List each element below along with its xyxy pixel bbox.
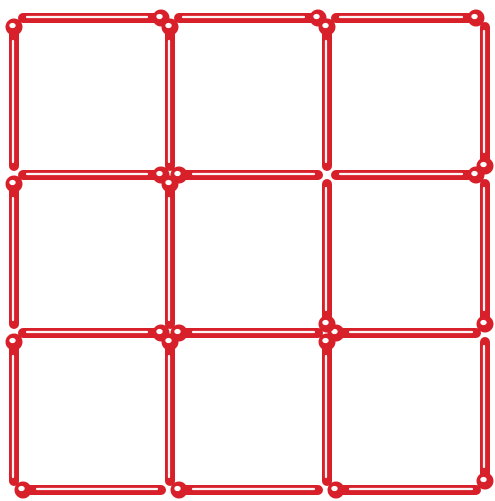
match-head-glint	[156, 14, 162, 19]
matchstick-h-0-1[interactable]	[179, 10, 327, 27]
matchstick-h-2-0[interactable]	[23, 325, 170, 342]
match-head-glint	[480, 320, 486, 325]
match-head-glint	[322, 320, 328, 325]
matchstick-h-0-0[interactable]	[23, 10, 170, 27]
match-head-glint	[18, 486, 24, 491]
match-head-glint	[471, 14, 477, 19]
matchstick-v-0-3[interactable]	[477, 27, 494, 175]
match-head-glint	[156, 171, 162, 176]
match-head-glint	[9, 338, 15, 343]
matchstick-v-2-2[interactable]	[319, 334, 336, 482]
match-head-glint	[331, 486, 337, 491]
match-head-glint	[9, 180, 15, 185]
match-head-glint	[9, 23, 15, 28]
matchstick-h-0-2[interactable]	[336, 10, 485, 27]
matchstick-h-1-0[interactable]	[23, 167, 170, 184]
match-head-glint	[165, 338, 171, 343]
matchstick-v-0-2[interactable]	[319, 19, 336, 167]
match-head-glint	[322, 338, 328, 343]
matchstick-v-2-3[interactable]	[477, 342, 494, 490]
match-head-glint	[174, 171, 180, 176]
matchstick-v-2-1[interactable]	[162, 334, 179, 482]
matchstick-v-2-0[interactable]	[6, 334, 23, 482]
matchstick-v-0-0[interactable]	[6, 19, 23, 167]
matchstick-h-2-1[interactable]	[171, 325, 319, 342]
match-head-glint	[313, 14, 319, 19]
matchstick-v-1-3[interactable]	[477, 184, 494, 333]
matchstick-v-1-0[interactable]	[6, 176, 23, 325]
match-head-glint	[322, 23, 328, 28]
matchstick-h-3-0[interactable]	[15, 482, 162, 499]
match-head-glint	[480, 477, 486, 482]
matchstick-h-1-1[interactable]	[171, 167, 319, 184]
matchstick-h-1-2[interactable]	[336, 167, 485, 184]
matchstick-h-3-1[interactable]	[171, 482, 319, 499]
match-head-glint	[174, 486, 180, 491]
matchstick-v-1-1[interactable]	[162, 176, 179, 325]
matchstick-v-1-2[interactable]	[319, 184, 336, 333]
match-head-glint	[471, 171, 477, 176]
matchstick-v-0-1[interactable]	[162, 19, 179, 167]
match-head-glint	[156, 329, 162, 334]
match-head-glint	[165, 23, 171, 28]
match-head-glint	[480, 162, 486, 167]
matchstick-h-2-2[interactable]	[328, 325, 477, 342]
match-head-glint	[174, 329, 180, 334]
matchstick-h-3-2[interactable]	[328, 482, 477, 499]
match-head-glint	[165, 180, 171, 185]
